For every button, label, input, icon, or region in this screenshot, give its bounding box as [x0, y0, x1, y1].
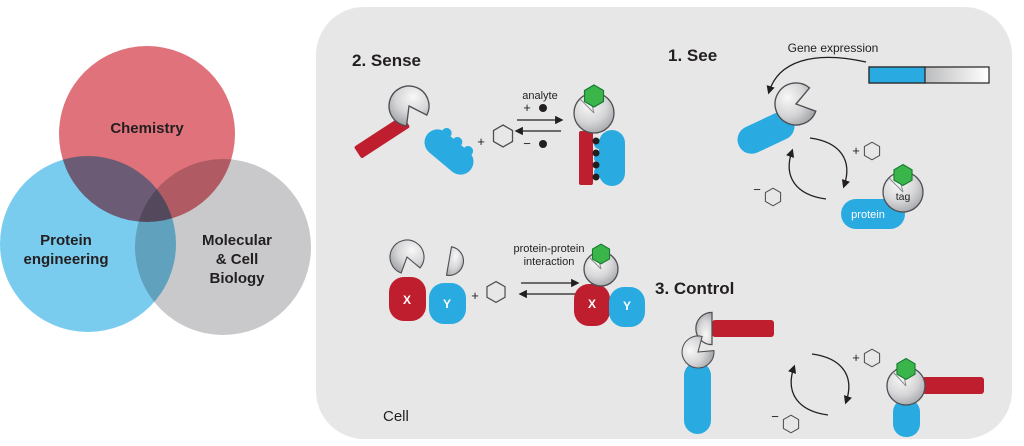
- control-cycle-arrow-left-icon: [788, 364, 829, 416]
- see-tag-label: tag: [896, 191, 911, 203]
- interaction-protein-y-label: Y: [443, 297, 451, 311]
- interaction-protein-y: [429, 283, 466, 324]
- interaction-assembled-protein-y: [609, 287, 645, 327]
- see-cycle-arrow-left-icon: [786, 148, 827, 200]
- venn-circle-biology: [135, 159, 311, 335]
- venn-diagram: Chemistry Protein engineering Molecular …: [0, 46, 311, 335]
- venn-label-protein-engineering-line1: Protein: [40, 232, 92, 249]
- control-red-effector: [712, 320, 774, 337]
- control-assembled-blue-anchor: [893, 399, 920, 437]
- interaction-assembled-y-label: Y: [623, 299, 631, 313]
- sense-analyte-dot-top: [539, 104, 547, 112]
- interaction-ligand-hexagon-icon: [486, 280, 506, 304]
- sense-assembled-red-binder: [579, 131, 593, 185]
- section-sense: 2. Sense + analyte + −: [352, 51, 625, 186]
- see-minus-sign: −: [753, 182, 761, 197]
- see-minus-ligand-hexagon-icon: [764, 187, 782, 207]
- interaction-plus-sign: +: [471, 288, 479, 303]
- control-plus-ligand-hexagon-icon: [863, 348, 881, 368]
- venn-label-protein-engineering-line2: engineering: [23, 251, 108, 268]
- interaction-assembled-x-label: X: [588, 297, 596, 311]
- control-blue-anchor: [684, 362, 711, 434]
- gene-expression-label: Gene expression: [788, 41, 879, 55]
- control-assembled-red-effector: [922, 377, 984, 394]
- gene-bar-coding-region: [868, 66, 926, 84]
- interaction-protein-x-label: X: [403, 293, 411, 307]
- section-interaction: X Y + protein-protein interaction X Y: [385, 235, 645, 327]
- sense-bound-analyte-dot-1: [592, 137, 600, 145]
- section-control: 3. Control + −: [655, 279, 984, 437]
- venn-label-biology-line2: & Cell: [216, 251, 259, 268]
- cell-label: Cell: [383, 408, 409, 425]
- control-minus-sign: −: [771, 409, 779, 424]
- see-title: 1. See: [668, 46, 717, 65]
- sense-fluorophore-hexagon-icon: [583, 84, 605, 108]
- venn-label-biology-line1: Molecular: [202, 232, 272, 249]
- interaction-protein-x: [389, 277, 426, 321]
- control-minus-ligand-hexagon-icon: [782, 414, 800, 434]
- control-cycle-arrow-right-icon: [811, 353, 852, 405]
- venn-circle-protein-engineering: [0, 156, 176, 332]
- interaction-assembled-protein-x: [574, 284, 610, 326]
- see-cycle-arrow-right-icon: [809, 137, 850, 189]
- see-protein-label: protein: [851, 209, 885, 221]
- section-see: 1. See Gene expression + − protein tag: [668, 41, 990, 229]
- sense-analyte-label: analyte: [522, 90, 557, 102]
- sense-bound-analyte-dot-4: [592, 173, 600, 181]
- sense-plus-sign: +: [477, 134, 485, 149]
- control-title: 3. Control: [655, 279, 734, 298]
- venn-label-chemistry: Chemistry: [110, 120, 184, 137]
- cell-background: [316, 7, 1012, 439]
- see-fluorophore-hexagon-icon: [893, 163, 913, 187]
- venn-label-biology-line3: Biology: [210, 270, 266, 287]
- control-plus-sign: +: [852, 350, 860, 365]
- sense-bound-analyte-dot-3: [592, 161, 600, 169]
- sense-red-binder: [354, 116, 410, 158]
- sense-ligand-hexagon-icon: [492, 124, 514, 148]
- see-protein-body: [737, 112, 795, 154]
- control-fluorophore-hexagon-icon: [896, 357, 916, 381]
- see-protein-with-tag-fragment: [737, 112, 795, 154]
- interaction-label-line1: protein-protein: [514, 243, 585, 255]
- see-plus-sign: +: [852, 143, 860, 158]
- sense-title: 2. Sense: [352, 51, 421, 70]
- cell-panel: Cell 2. Sense + analyte + −: [316, 7, 1012, 439]
- sense-bound-analyte-dot-2: [592, 149, 600, 157]
- sense-plus-analyte-sign: +: [523, 100, 531, 115]
- gene-expression-arrow-icon: [766, 56, 867, 95]
- see-plus-ligand-hexagon-icon: [863, 141, 881, 161]
- sense-minus-analyte-sign: −: [523, 136, 531, 151]
- interaction-label-line2: interaction: [524, 256, 575, 268]
- sense-analyte-dot-bottom: [539, 140, 547, 148]
- interaction-fluorophore-hexagon-icon: [591, 243, 611, 265]
